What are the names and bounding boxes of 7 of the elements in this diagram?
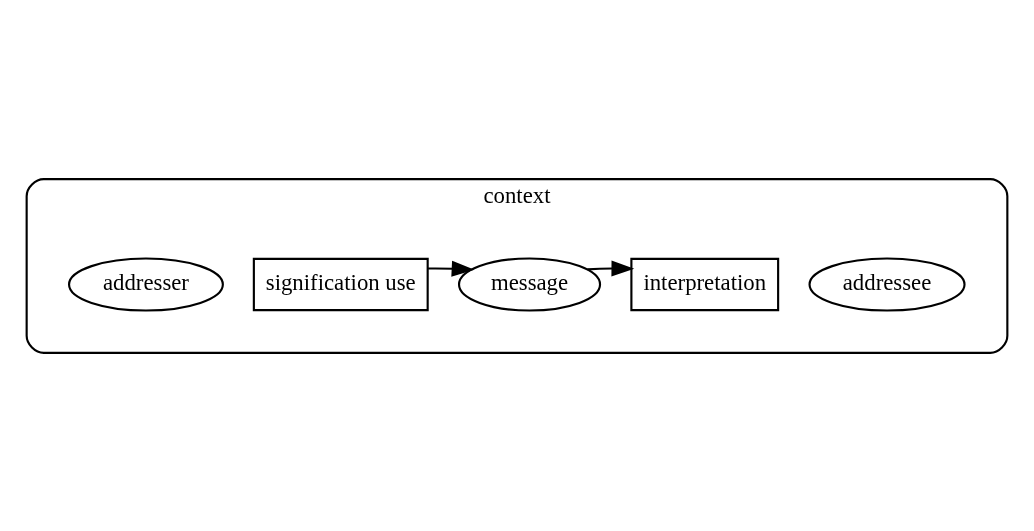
node-ellipse: addressee [808,256,966,312]
node-box: interpretation [630,257,780,311]
arrow [587,260,635,276]
node-box: signification use [252,257,429,311]
node-ellipse: message [457,256,602,312]
node-ellipse: addresser [68,256,224,312]
arrow [428,260,475,277]
